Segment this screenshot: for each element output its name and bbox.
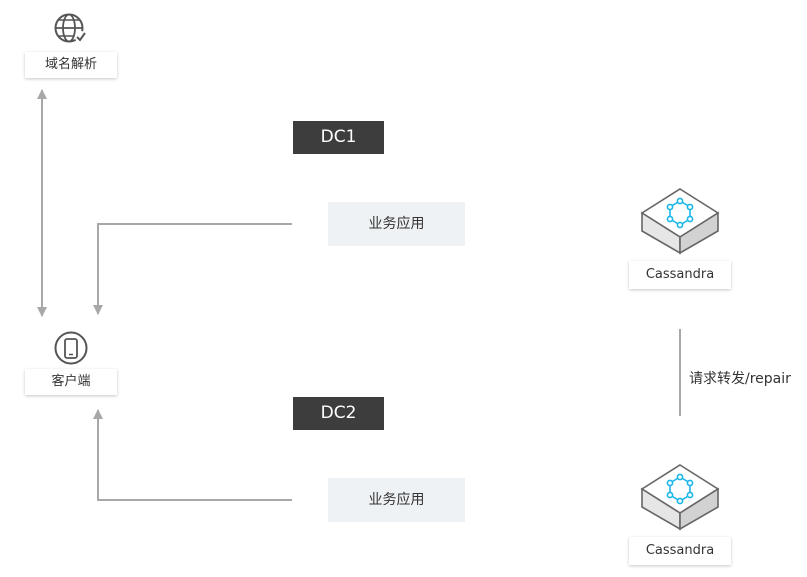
cross-dc-edge-label: 请求转发/repair: [689, 371, 791, 387]
dc2-cassandra-label: Cassandra: [629, 537, 731, 565]
dc2-app-box: 业务应用: [328, 478, 465, 522]
client-label: 客户端: [25, 369, 117, 395]
client-dc1-app-connector: [93, 219, 327, 315]
dc2-tab: DC2: [293, 397, 384, 430]
dns-label: 域名解析: [25, 52, 117, 78]
client-dc2-app-connector: [93, 409, 327, 505]
client-node: 客户端: [5, 319, 136, 405]
dns-node: 域名解析: [5, 2, 136, 86]
dc1-cassandra-cube-icon: [640, 188, 720, 255]
phone-icon: [54, 331, 88, 365]
dc1-app-box: 业务应用: [328, 202, 465, 246]
globe-check-icon: [54, 13, 87, 43]
dc1-cassandra-label: Cassandra: [629, 261, 731, 289]
dc1-tab: DC1: [293, 121, 384, 154]
dc2-cassandra-cube-icon: [640, 464, 720, 531]
